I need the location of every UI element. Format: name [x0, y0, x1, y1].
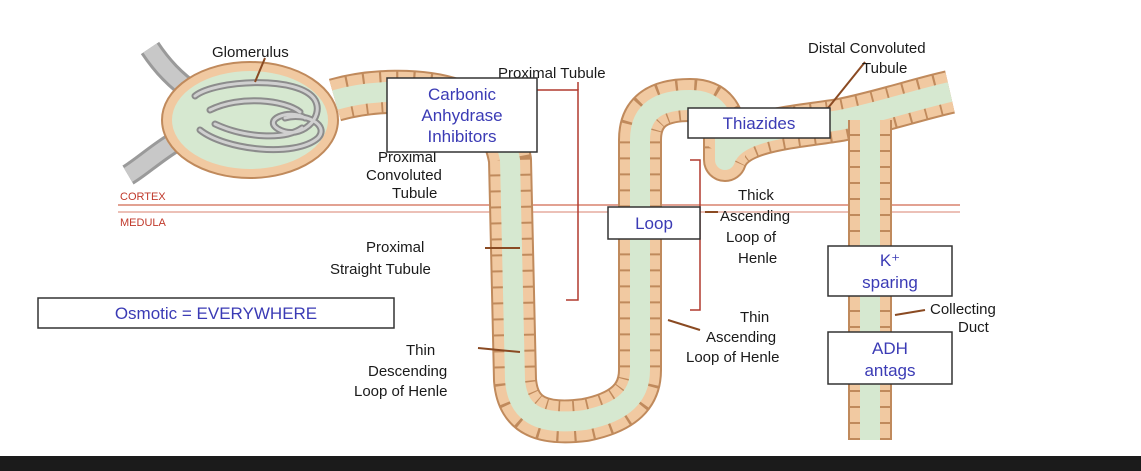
distal-convoluted-label-1: Distal Convoluted	[808, 40, 926, 57]
glomerulus-icon	[161, 61, 339, 179]
thin-descending-label-1: Thin	[406, 342, 435, 359]
thick-ascending-label-4: Henle	[738, 250, 777, 267]
carbonic-line-1: Carbonic	[428, 85, 497, 104]
thin-ascending-label-1: Thin	[740, 309, 769, 326]
thin-ascending-leader	[667, 319, 701, 331]
collecting-duct-leader	[894, 309, 926, 316]
distal-convoluted-label-2: Tubule	[862, 60, 907, 77]
adh-antagonists-box: ADH antags	[827, 331, 953, 385]
proximal-straight-label-1: Proximal	[366, 239, 424, 256]
collecting-duct-label-2: Duct	[958, 319, 990, 336]
thin-ascending-label-2: Ascending	[706, 329, 776, 346]
thick-ascending-label-2: Ascending	[720, 208, 790, 225]
thin-descending-label-3: Loop of Henle	[354, 383, 447, 400]
proximal-convoluted-label-2: Convoluted	[366, 167, 442, 184]
thick-ascending-label-3: Loop of	[726, 229, 777, 246]
thiazides-label: Thiazides	[723, 114, 796, 133]
thin-ascending-label-3: Loop of Henle	[686, 349, 779, 366]
osmotic-box: Osmotic = EVERYWHERE	[37, 297, 395, 329]
glomerulus-label: Glomerulus	[212, 44, 289, 61]
adh-line-2: antags	[864, 361, 915, 380]
thin-descending-leader	[477, 347, 521, 353]
carbonic-line-3: Inhibitors	[428, 127, 497, 146]
collecting-duct-label-1: Collecting	[930, 301, 996, 318]
proximal-convoluted-label-1: Proximal	[378, 149, 436, 166]
carbonic-anhydrase-box: Carbonic Anhydrase Inhibitors	[386, 77, 538, 153]
bottom-bar	[0, 456, 1141, 471]
adh-line-1: ADH	[872, 339, 908, 358]
k-sparing-box: K⁺ sparing	[827, 245, 953, 297]
loop-label: Loop	[635, 214, 673, 233]
thiazides-box: Thiazides	[687, 107, 831, 139]
loop-diuretic-box: Loop	[607, 206, 701, 240]
nephron-diagram: CORTEX MEDULA Glomerulus Proximal Tubule…	[37, 40, 996, 444]
thin-descending-label-2: Descending	[368, 363, 447, 380]
glomerulus-leader	[254, 57, 266, 83]
cortex-label: CORTEX	[120, 191, 166, 203]
proximal-convoluted-label-3: Tubule	[392, 185, 437, 202]
k-sparing-line-2: sparing	[862, 273, 918, 292]
medula-label: MEDULA	[120, 217, 167, 229]
osmotic-label: Osmotic = EVERYWHERE	[115, 304, 317, 323]
proximal-straight-label-2: Straight Tubule	[330, 261, 431, 278]
thick-ascending-label-1: Thick	[738, 187, 774, 204]
k-sparing-line-1: K⁺	[880, 251, 900, 270]
carbonic-line-2: Anhydrase	[421, 106, 502, 125]
